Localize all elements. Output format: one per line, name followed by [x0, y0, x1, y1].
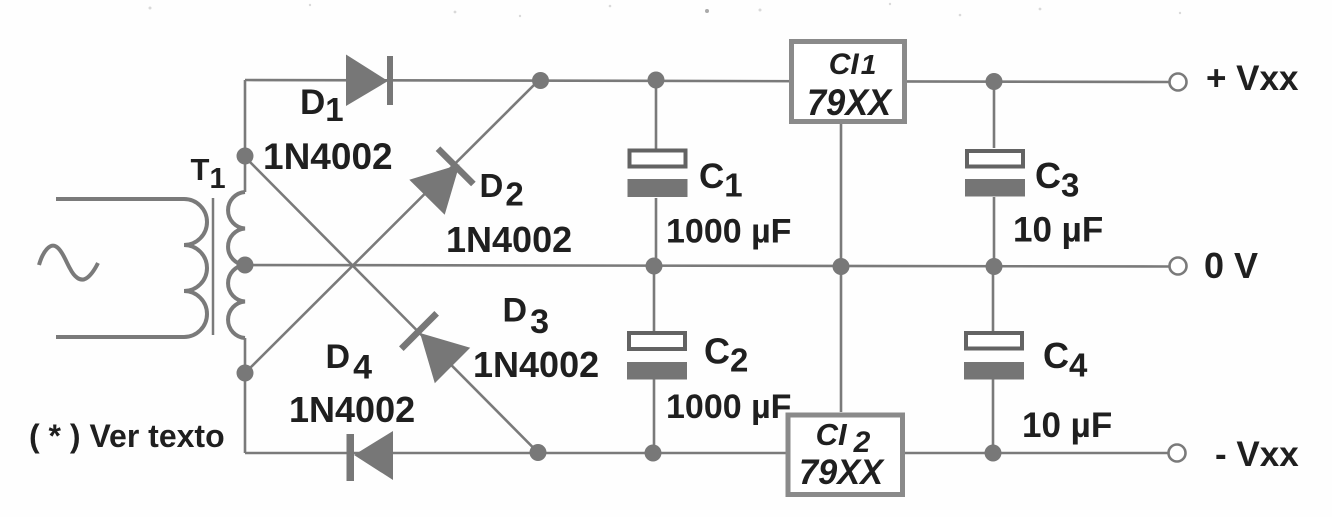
svg-text:1000 µF: 1000 µF	[666, 388, 791, 426]
svg-text:- Vxx: - Vxx	[1215, 435, 1299, 474]
svg-text:10 µF: 10 µF	[1013, 211, 1103, 250]
svg-text:1N4002: 1N4002	[263, 136, 393, 177]
svg-text:C4: C4	[1043, 335, 1088, 384]
svg-text:1N4002: 1N4002	[473, 344, 599, 385]
svg-text:1N4002: 1N4002	[446, 219, 572, 260]
svg-text:+ Vxx: + Vxx	[1206, 59, 1299, 98]
svg-text:C3: C3	[1035, 155, 1079, 204]
svg-text:1000 µF: 1000 µF	[666, 213, 791, 251]
svg-text:D1: D1	[300, 83, 344, 128]
svg-text:79XX: 79XX	[807, 82, 893, 123]
svg-text:0 V: 0 V	[1204, 245, 1258, 286]
svg-text:C1: C1	[699, 157, 743, 204]
svg-text:( * ) Ver texto: ( * ) Ver texto	[29, 418, 225, 454]
svg-text:79XX: 79XX	[799, 453, 886, 492]
svg-text:D3: D3	[503, 292, 549, 342]
svg-text:CI1: CI1	[829, 48, 877, 81]
svg-text:D4: D4	[326, 338, 373, 387]
svg-text:C2: C2	[704, 331, 748, 379]
svg-text:D2: D2	[480, 167, 524, 213]
svg-text:1N4002: 1N4002	[289, 389, 415, 430]
svg-text:10 µF: 10 µF	[1022, 406, 1112, 445]
svg-text:T1: T1	[191, 152, 226, 195]
